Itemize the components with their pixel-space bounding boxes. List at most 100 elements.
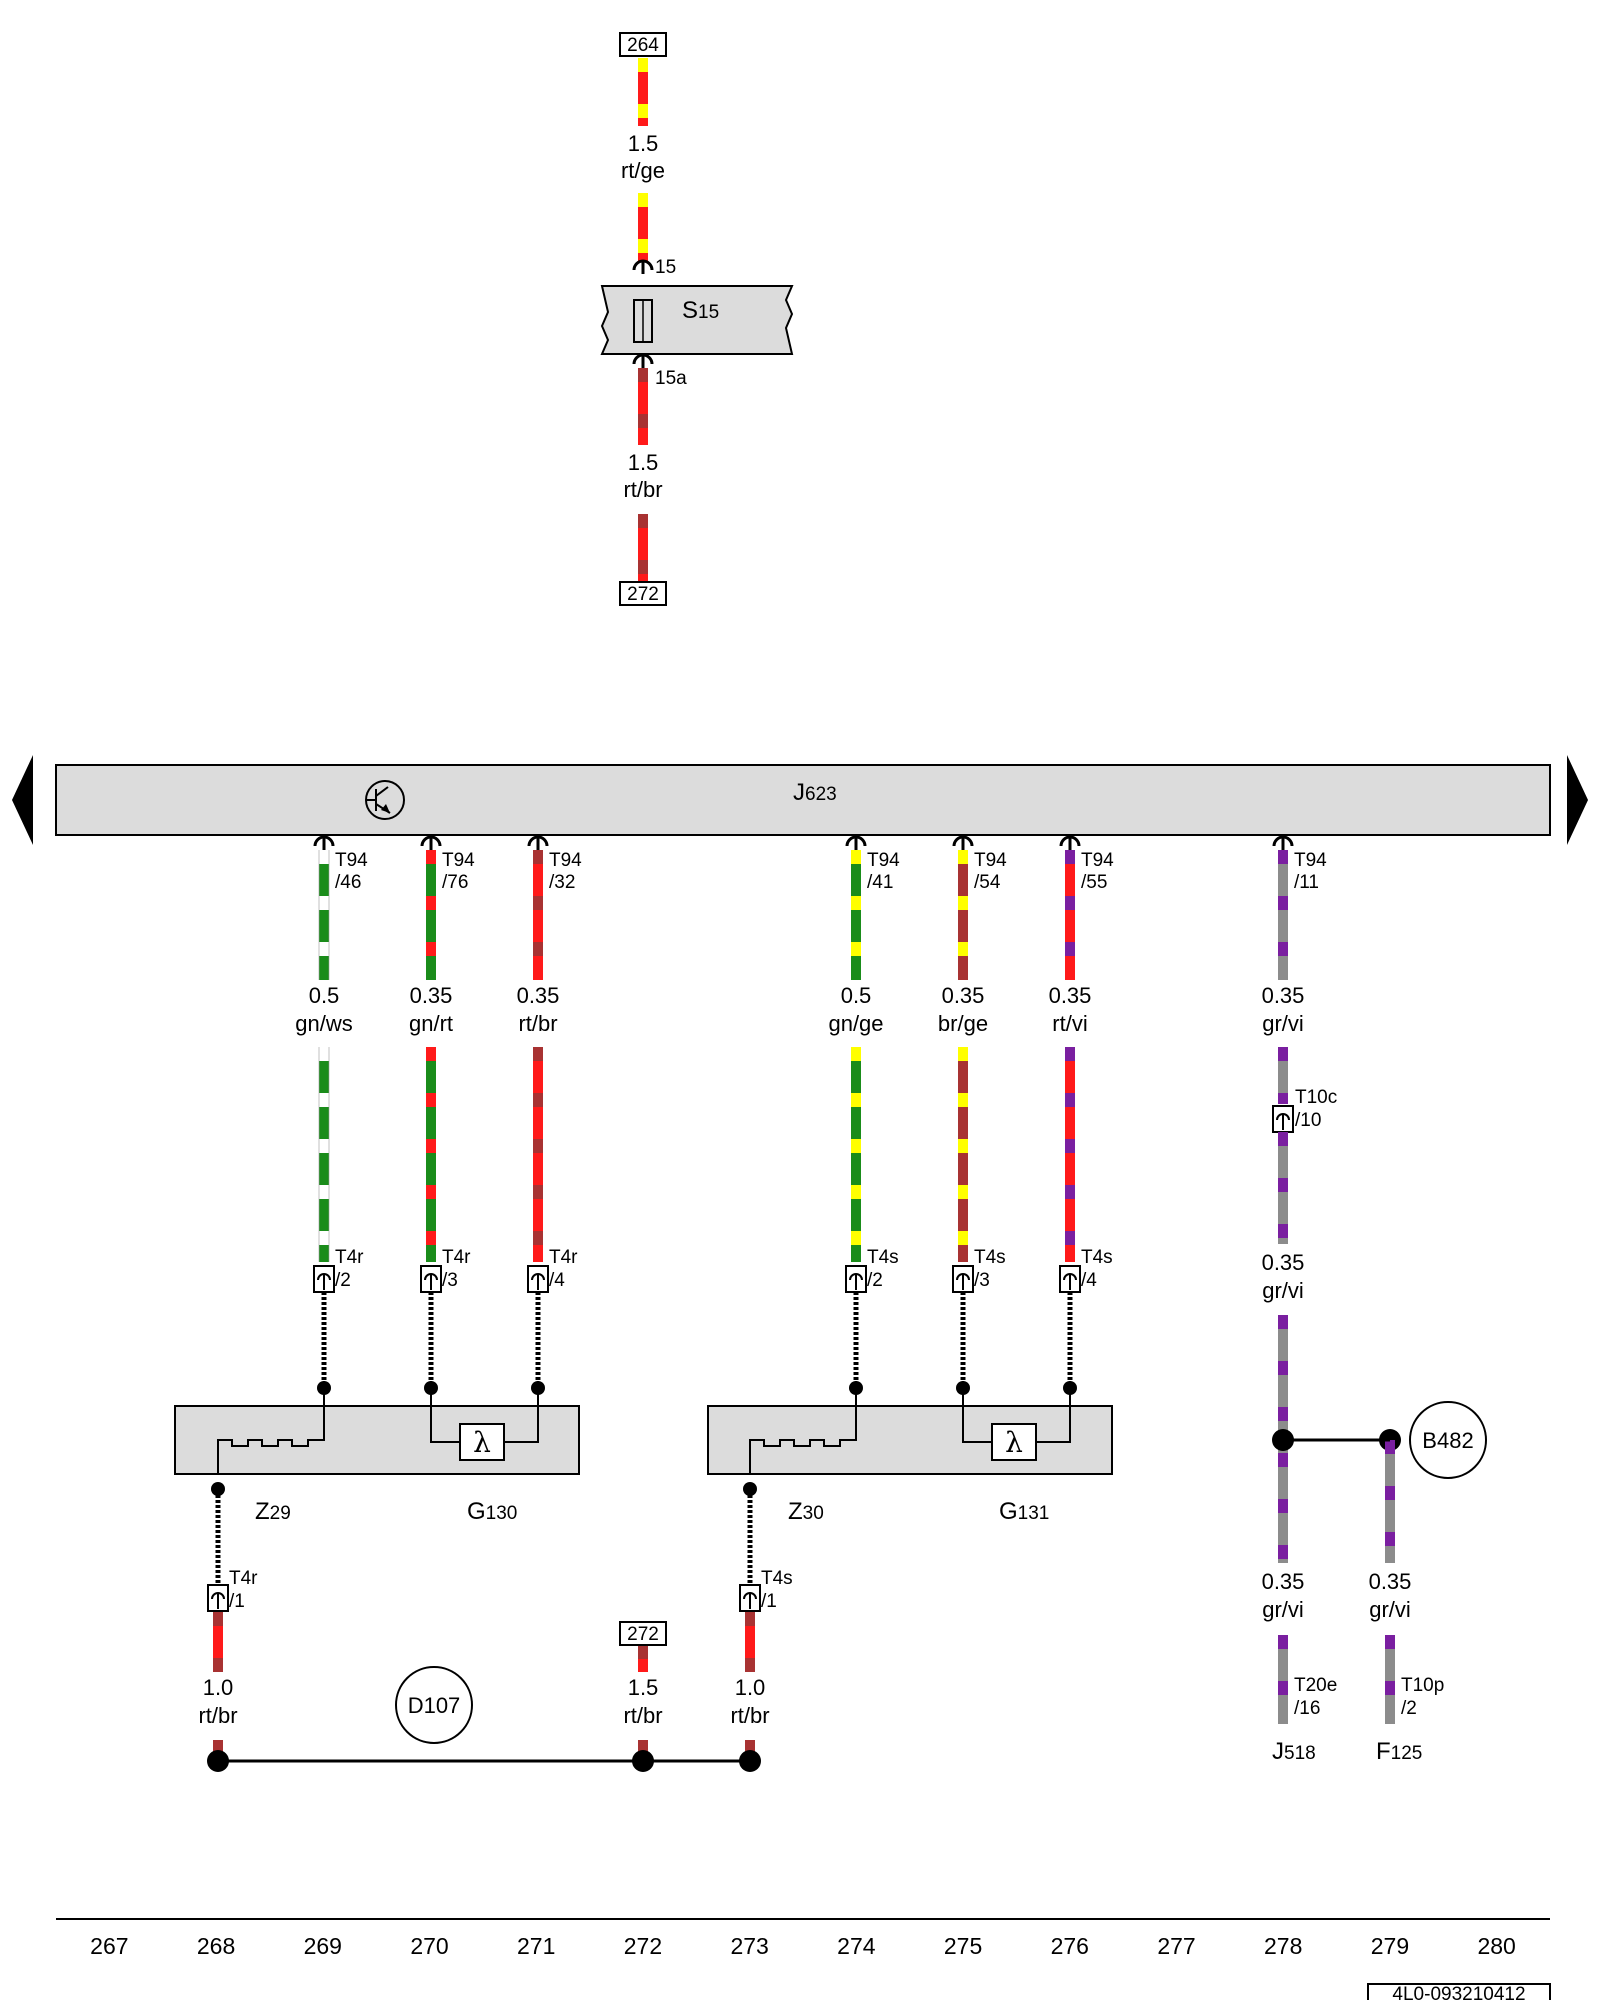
svg-text:264: 264	[627, 35, 659, 56]
track-number: 276	[1051, 1933, 1089, 1959]
pin-num: /41	[867, 872, 893, 893]
pin-conn: T94	[1081, 850, 1114, 871]
pin-conn: T4s	[974, 1247, 1006, 1268]
ref-box-d107[interactable]: 272	[619, 1621, 667, 1646]
pin-num: /1	[229, 1591, 245, 1612]
track-number: 277	[1157, 1933, 1195, 1959]
pin-arc-icon	[313, 835, 335, 847]
pin-num: /4	[1081, 1270, 1097, 1291]
heater-label: Z	[255, 1498, 270, 1525]
wire-size: 0.35	[1262, 983, 1305, 1008]
pin-num: /2	[335, 1270, 351, 1291]
continue-left-arrow	[12, 755, 33, 845]
wire-size: 0.35	[410, 983, 453, 1008]
ref-box-top[interactable]: 264	[619, 32, 667, 57]
pin-conn: T4s	[1081, 1247, 1113, 1268]
svg-text:D107: D107	[408, 1693, 461, 1718]
track-number: 269	[304, 1933, 342, 1959]
wire-color: rt/br	[623, 1703, 662, 1728]
ref-box-fuse-out[interactable]: 272	[619, 581, 667, 606]
comp-label: F	[1376, 1738, 1391, 1765]
junction-dot	[743, 1482, 757, 1496]
wire-color: gr/vi	[1262, 1597, 1304, 1622]
pin-arc-icon	[845, 835, 867, 847]
pin-num: /76	[442, 872, 468, 893]
track-number: 272	[624, 1933, 662, 1959]
wire-size: 1.5	[628, 1675, 659, 1700]
svg-text:J623: J623	[793, 779, 837, 806]
doc-id-box: 4L0-093210412	[1367, 1983, 1551, 2000]
probe-label: G	[467, 1498, 486, 1525]
pin-num: /4	[549, 1270, 565, 1291]
ecu-label: J	[793, 779, 805, 806]
wire-color: gr/vi	[1262, 1011, 1304, 1036]
pin-conn: T94	[867, 850, 900, 871]
wire-color: rt/ge	[621, 158, 665, 183]
svg-text:B482: B482	[1422, 1428, 1473, 1453]
svg-text:G130: G130	[467, 1498, 517, 1525]
svg-text:S15: S15	[682, 297, 719, 324]
track-number: 274	[837, 1933, 876, 1959]
pin-conn: T4r	[229, 1568, 258, 1589]
pin-num: /32	[549, 872, 575, 893]
wire-size: 0.35	[942, 983, 985, 1008]
fuse-pin-out: 15a	[655, 368, 687, 389]
track-number: 270	[410, 1933, 448, 1959]
lambda-probe-icon	[991, 1423, 1037, 1461]
wire-color: rt/br	[518, 1011, 557, 1036]
pin-conn: T4s	[761, 1568, 793, 1589]
track-number: 271	[517, 1933, 555, 1959]
pin-conn: T10p	[1401, 1675, 1444, 1696]
pin-num: /2	[867, 1270, 883, 1291]
svg-text:272: 272	[627, 584, 659, 605]
pin-arc-icon	[527, 835, 549, 847]
fuse-label: S	[682, 297, 698, 324]
svg-text:G131: G131	[999, 1498, 1049, 1525]
wire-color: gr/vi	[1262, 1278, 1304, 1303]
pin-num: /55	[1081, 872, 1107, 893]
wire-color: rt/br	[623, 477, 662, 502]
wire-color: gn/rt	[409, 1011, 453, 1036]
heater-label: Z	[788, 1498, 803, 1525]
wire-size: 1.0	[735, 1675, 766, 1700]
pin-arc-icon	[1059, 835, 1081, 847]
pin-conn: T4r	[549, 1247, 578, 1268]
wire-color: rt/vi	[1052, 1011, 1087, 1036]
track-number: 268	[197, 1933, 235, 1959]
wire-size: 1.5	[628, 450, 659, 475]
pin-arc-icon	[420, 835, 442, 847]
pin-num: /2	[1401, 1698, 1417, 1719]
track-number: 267	[90, 1933, 128, 1959]
pin-conn: T4r	[442, 1247, 471, 1268]
transistor-icon	[365, 780, 405, 820]
svg-text:F125: F125	[1376, 1738, 1422, 1765]
track-number: 279	[1371, 1933, 1409, 1959]
pin-conn: T20e	[1294, 1675, 1337, 1696]
wire-color: gn/ws	[295, 1011, 352, 1036]
heater-element-icon	[749, 1381, 857, 1474]
wire-size: 0.35	[517, 983, 560, 1008]
pin-num: /54	[974, 872, 1001, 893]
wire-size: 0.35	[1049, 983, 1092, 1008]
wire-size: 1.5	[628, 131, 659, 156]
pin-arc-icon	[632, 259, 654, 271]
wire-color: rt/br	[198, 1703, 237, 1728]
pin-num: /16	[1294, 1698, 1320, 1719]
wire-size: 0.35	[1262, 1569, 1305, 1594]
probe-label: G	[999, 1498, 1018, 1525]
wire-color: gr/vi	[1369, 1597, 1411, 1622]
wire-size: 0.5	[309, 983, 340, 1008]
wire-layer	[207, 58, 1401, 1772]
lambda-sensor-2: λ Z30 G131	[707, 1381, 1113, 1525]
svg-text:Z29: Z29	[255, 1498, 291, 1525]
svg-text:J518: J518	[1272, 1738, 1316, 1765]
pin-conn: T94	[1294, 850, 1327, 871]
pin-conn: T4s	[867, 1247, 899, 1268]
svg-text:Z30: Z30	[788, 1498, 824, 1525]
pin-conn: T4r	[335, 1247, 364, 1268]
wire-size: 0.35	[1369, 1569, 1412, 1594]
pin-num: /1	[761, 1591, 777, 1612]
splice-d107: D107	[218, 1666, 750, 1763]
